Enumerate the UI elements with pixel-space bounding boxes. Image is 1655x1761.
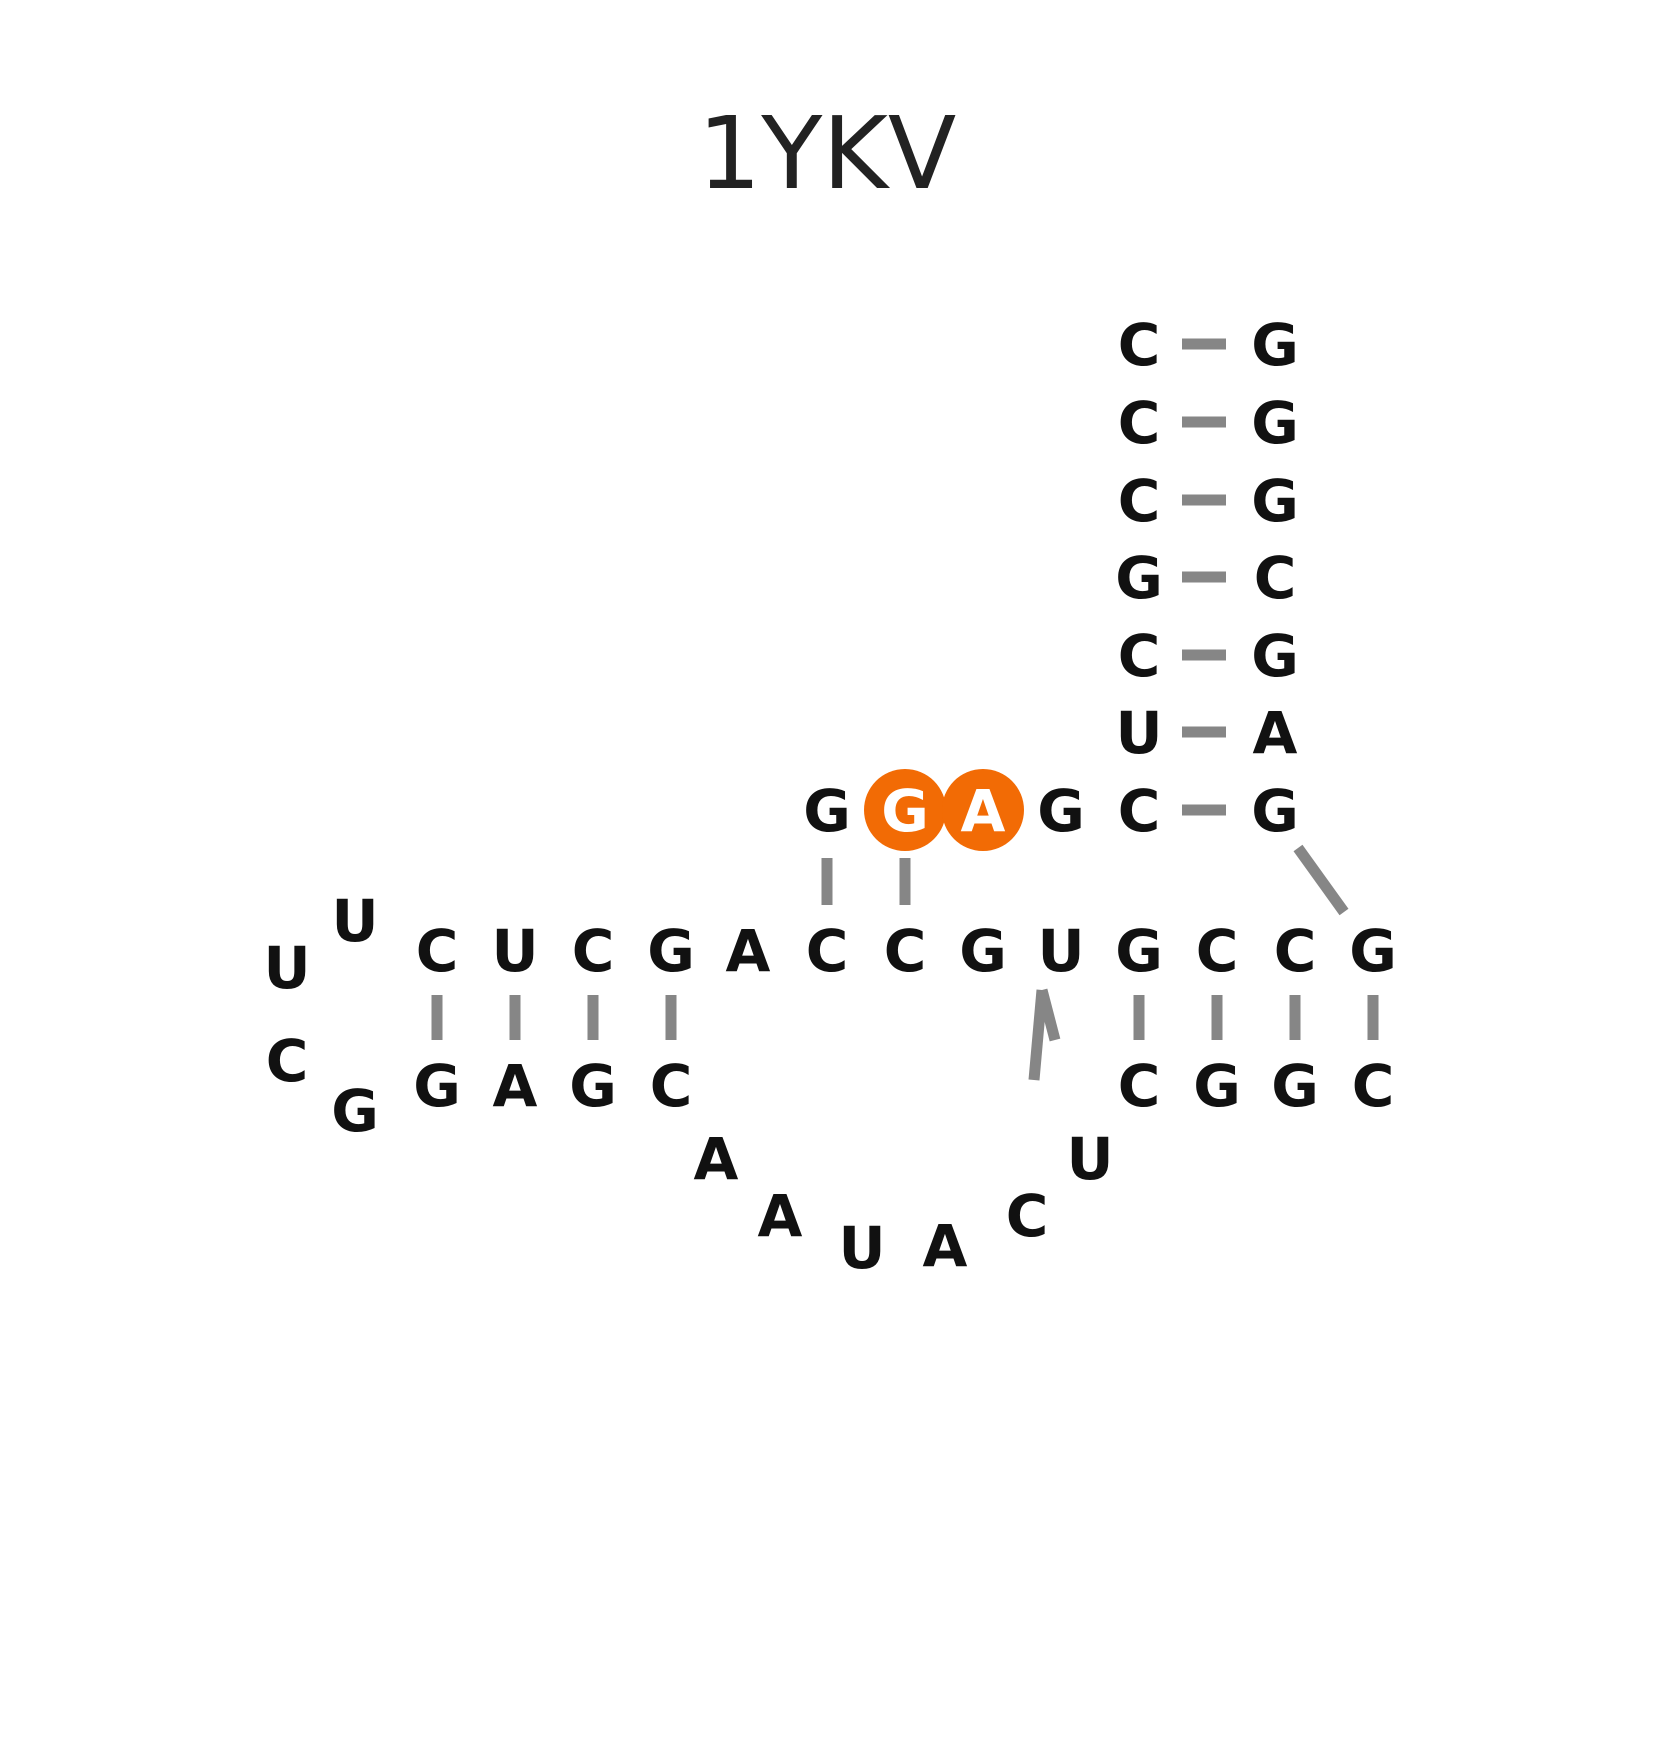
nucleotide-n26: G (1271, 1052, 1319, 1120)
nucleotide-n3: C (416, 917, 459, 985)
nucleotide-n12: G (1115, 917, 1163, 985)
nucleotide-n9: C (884, 917, 927, 985)
nucleotide-n6: G (647, 917, 695, 985)
nucleotide-g44: G (1251, 467, 1299, 535)
nucleotide-n11: U (1037, 917, 1084, 985)
nucleotide-n30: U (838, 1214, 885, 1282)
backbone-link (1036, 988, 1061, 1042)
nucleotide-g48: G (1251, 311, 1299, 379)
nucleotide-n41: C (1118, 389, 1161, 457)
nucleotide-n20: C (650, 1052, 693, 1120)
nucleotide-n4: U (491, 917, 538, 985)
nucleotide-n39: U (1115, 699, 1162, 767)
nucleotide-n8: C (806, 917, 849, 985)
nucleotide-n37: C (1254, 544, 1297, 612)
nucleotide-n18: A (493, 1052, 538, 1120)
nucleotide-n28: C (1352, 1052, 1395, 1120)
nucleotide-n16: C (266, 1027, 309, 1095)
nucleotide-n14: C (1274, 917, 1317, 985)
nucleotide-n40: G (1251, 777, 1299, 845)
nucleotide-n33: U (1066, 1125, 1113, 1193)
highlight-layer (864, 769, 1024, 851)
backbone-link (1293, 844, 1349, 916)
nucleotide-n21: G (569, 1052, 617, 1120)
nucleotide-n13: C (1196, 917, 1239, 985)
nucleotide-n42: C (1118, 311, 1161, 379)
nucleotide-n1: U (263, 934, 310, 1002)
nucleotide-n32: A (758, 1182, 803, 1250)
nucleotide-n5: C (572, 917, 615, 985)
nucleotide-n2: U (331, 887, 378, 955)
nucleotide-n34: A (923, 1212, 968, 1280)
nucleotide-n15: G (1349, 917, 1397, 985)
nucleotide-n29: C (1118, 777, 1161, 845)
nucleotide-n44: G (1251, 622, 1299, 690)
nucleotide-g46: G (1251, 389, 1299, 457)
highlight-circle (864, 769, 946, 851)
nucleotide-n25: C (1118, 1052, 1161, 1120)
nucleotide-n35: A (1253, 699, 1298, 767)
nucleotide-n27: G (803, 777, 851, 845)
nucleotide-n38: C (1118, 467, 1161, 535)
diagram-title: 1YKV (698, 95, 957, 212)
nucleotide-n36: G (1037, 777, 1085, 845)
nucleotide-n46: A (961, 777, 1006, 845)
nucleotide-n24: C (1006, 1182, 1049, 1250)
highlight-circle (942, 769, 1024, 851)
nucleotide-n45: G (1115, 544, 1163, 612)
nucleotide-n19: G (413, 1052, 461, 1120)
nucleotide-n22: A (694, 1125, 739, 1193)
nucleotide-n23: G (1193, 1052, 1241, 1120)
nucleotide-n10: G (959, 917, 1007, 985)
nucleotide-n17: G (331, 1077, 379, 1145)
nucleotide-n47: G (881, 777, 929, 845)
nucleotide-n31: C (1118, 622, 1161, 690)
nucleotide-n7: A (726, 917, 771, 985)
base-pair-bonds (431, 338, 1379, 1081)
